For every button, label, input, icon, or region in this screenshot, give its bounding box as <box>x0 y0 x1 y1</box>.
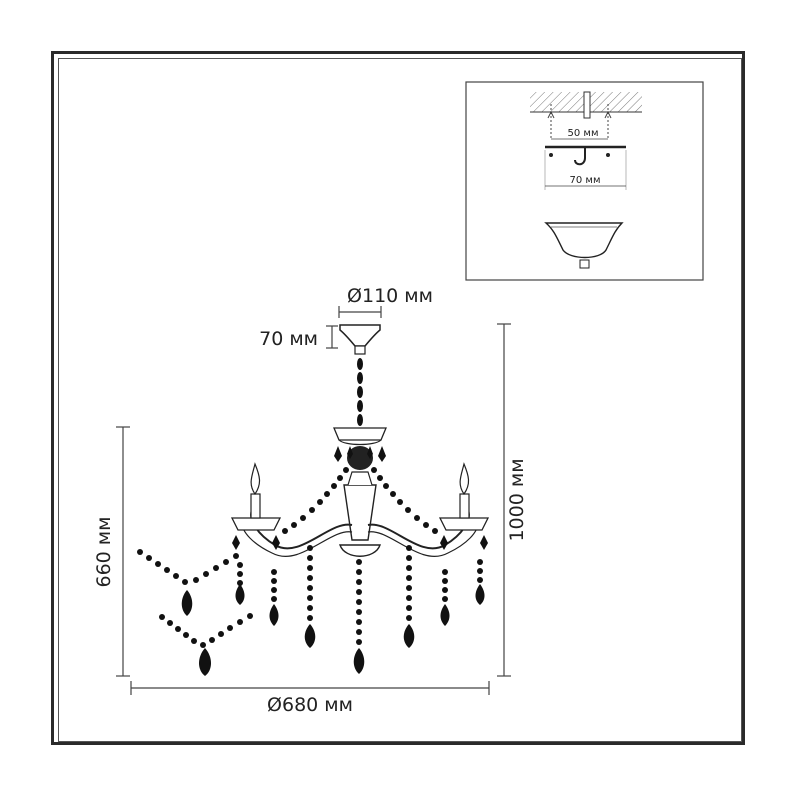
hook-spacing-label: 50 мм <box>568 128 599 139</box>
mount-rod <box>583 91 591 119</box>
canopy-diameter-label: Ø110 мм <box>347 285 433 307</box>
ceiling-canopy <box>339 324 381 347</box>
center-crystal-ball <box>347 446 373 470</box>
candle-left <box>250 493 261 519</box>
mounting-detail-inset: 50 мм 70 мм <box>465 81 704 281</box>
candle-cup-left <box>230 517 282 531</box>
bottom-bowl <box>339 544 381 557</box>
bracket-width-label: 70 мм <box>570 175 601 186</box>
flame-icon <box>250 462 261 496</box>
dimension-lines <box>116 306 511 695</box>
total-height-label: 1000 мм <box>506 458 528 541</box>
crystal-drops <box>181 535 488 676</box>
canopy-cup <box>544 222 624 259</box>
candle-cup-right <box>438 517 490 531</box>
inner-frame <box>58 58 742 742</box>
hook-icon <box>574 147 586 166</box>
top-crown <box>333 427 387 441</box>
canopy-height-label: 70 мм <box>259 328 318 350</box>
flame-icon <box>459 462 470 496</box>
bead-garlands <box>137 467 483 648</box>
outer-frame <box>51 51 745 745</box>
body-height-label: 660 мм <box>93 517 115 588</box>
candle-right <box>459 493 470 519</box>
suspension-chain <box>357 358 363 426</box>
chandelier <box>137 324 490 676</box>
diameter-label: Ø680 мм <box>267 694 353 716</box>
